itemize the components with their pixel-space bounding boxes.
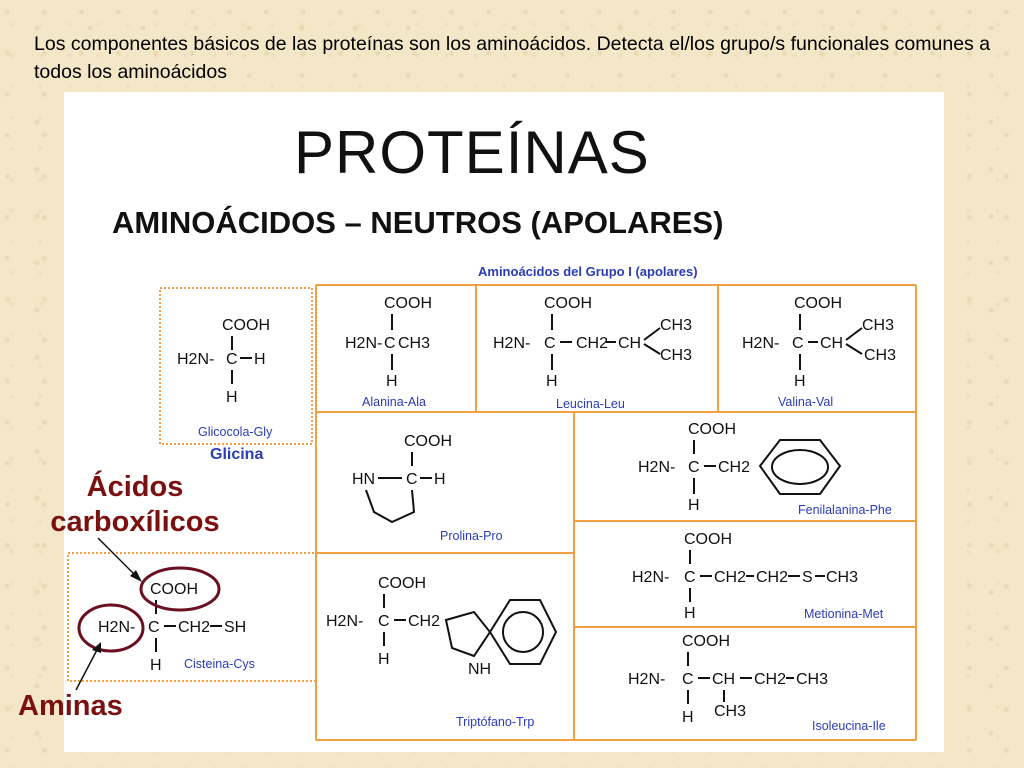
carbon-text: C bbox=[378, 613, 390, 630]
name-phe: Fenilalanina-Phe bbox=[798, 503, 892, 517]
cooh-text: COOH bbox=[684, 531, 732, 548]
carbon-text: C bbox=[684, 569, 696, 586]
tryptophan-structure: COOH H2N- C CH2 NH H Triptófano-Trp bbox=[326, 575, 558, 729]
ch2-text: CH2 bbox=[178, 619, 210, 636]
amine-highlight bbox=[77, 603, 145, 653]
methyl-text: CH3 bbox=[826, 569, 858, 586]
sh-text: SH bbox=[224, 619, 246, 636]
hydrogen-text: H bbox=[546, 373, 558, 390]
hydrogen-text: H bbox=[794, 373, 806, 390]
amine-arrow bbox=[75, 647, 99, 691]
amine-text: H2N- bbox=[742, 335, 779, 352]
isoleucine-structure: COOH H2N- C CH CH2 CH3 H CH3 Isoleucina-… bbox=[628, 633, 886, 733]
cooh-text: COOH bbox=[688, 421, 736, 438]
page-title: PROTEÍNAS bbox=[294, 119, 650, 186]
hydrogen-text: H bbox=[682, 709, 694, 726]
cooh-text: COOH bbox=[682, 633, 730, 650]
carbon-text: C bbox=[792, 335, 804, 352]
ch2-text: CH2 bbox=[756, 569, 788, 586]
methyl-text: CH3 bbox=[864, 347, 896, 364]
name-trp: Triptófano-Trp bbox=[456, 715, 534, 729]
name-pro: Prolina-Pro bbox=[440, 529, 503, 543]
carbon-text: C bbox=[544, 335, 556, 352]
cooh-text: COOH bbox=[222, 317, 270, 334]
methyl-text: CH3 bbox=[714, 703, 746, 720]
name-leu: Leucina-Leu bbox=[556, 397, 625, 411]
name-val: Valina-Val bbox=[778, 395, 833, 409]
carbon-text: C bbox=[148, 619, 160, 636]
hydrogen-text: H bbox=[688, 497, 700, 514]
cooh-text: COOH bbox=[150, 581, 198, 598]
methionine-structure: COOH H2N- C CH2 CH2 S CH3 H Metionina-Me… bbox=[632, 531, 884, 622]
section-subtitle: AMINOÁCIDOS – NEUTROS (APOLARES) bbox=[112, 205, 724, 240]
hydrogen-text: H bbox=[378, 651, 390, 668]
hydrogen-text: H bbox=[434, 471, 446, 488]
ch2-text: CH2 bbox=[718, 459, 750, 476]
acidos-line2: carboxílicos bbox=[50, 506, 220, 538]
glicina-label: Glicina bbox=[210, 446, 264, 463]
valine-structure: COOH H2N- C CH CH3 CH3 H Valina-Val bbox=[742, 295, 896, 409]
cooh-text: COOH bbox=[404, 433, 452, 450]
name-met: Metionina-Met bbox=[804, 607, 884, 621]
amine-text: H2N- bbox=[98, 619, 135, 636]
hydrogen-text: H bbox=[684, 605, 696, 622]
cooh-text: COOH bbox=[378, 575, 426, 592]
ch2-text: CH2 bbox=[754, 671, 786, 688]
name-ala: Alanina-Ala bbox=[362, 395, 426, 409]
methyl-text: CH3 bbox=[398, 335, 430, 352]
cooh-highlight bbox=[139, 566, 221, 612]
sulfur-text: S bbox=[802, 569, 813, 586]
ch2-text: CH2 bbox=[408, 613, 440, 630]
methyl-text: CH3 bbox=[660, 317, 692, 334]
hn-text: HN bbox=[352, 471, 375, 488]
phenylalanine-structure: COOH H2N- C CH2 H Fenilalanina-Phe bbox=[638, 421, 892, 517]
acidos-line1: Ácidos bbox=[86, 471, 184, 503]
ch-text: CH bbox=[820, 335, 843, 352]
hydrogen-text: H bbox=[254, 351, 266, 368]
aminas-annotation: Aminas bbox=[18, 690, 123, 722]
acidos-annotation: Ácidos carboxílicos bbox=[0, 470, 270, 540]
hydrogen-text: H bbox=[150, 657, 162, 674]
acid-arrow bbox=[97, 537, 139, 579]
carbon-text: C bbox=[688, 459, 700, 476]
amine-text: H2N- bbox=[326, 613, 363, 630]
glycine-structure: COOH H2N- C H H Glicocola-Gly bbox=[177, 317, 273, 439]
alanine-structure: COOH H2N- C CH3 H Alanina-Ala bbox=[345, 295, 432, 409]
leucine-structure: COOH H2N- C CH2 CH CH3 CH3 H Leucina-Leu bbox=[493, 295, 692, 411]
cysteine-structure: COOH H2N- C CH2 SH H Cisteina-Cys bbox=[75, 537, 255, 691]
amine-text: H2N- bbox=[628, 671, 665, 688]
question-text: Los componentes básicos de las proteínas… bbox=[34, 33, 991, 83]
nh-text: NH bbox=[468, 661, 491, 678]
ch-text: CH bbox=[712, 671, 735, 688]
carbon-text: C bbox=[406, 471, 418, 488]
hydrogen-text: H bbox=[386, 373, 398, 390]
name-gly: Glicocola-Gly bbox=[198, 425, 273, 439]
carbon-text: C bbox=[682, 671, 694, 688]
cooh-text: COOH bbox=[544, 295, 592, 312]
amine-text: H2N- bbox=[632, 569, 669, 586]
amine-text: H2N- bbox=[177, 351, 214, 368]
ch-text: CH bbox=[618, 335, 641, 352]
carbon-text: C bbox=[226, 351, 238, 368]
methyl-text: CH3 bbox=[796, 671, 828, 688]
hydrogen-text: H bbox=[226, 389, 238, 406]
amine-text: H2N- bbox=[345, 335, 382, 352]
amine-text: H2N- bbox=[638, 459, 675, 476]
ch2-text: CH2 bbox=[576, 335, 608, 352]
cooh-text: COOH bbox=[384, 295, 432, 312]
ch2-text: CH2 bbox=[714, 569, 746, 586]
figure-panel: PROTEÍNAS AMINOÁCIDOS – NEUTROS (APOLARE… bbox=[64, 92, 944, 752]
proline-structure: COOH HN C H Prolina-Pro bbox=[352, 433, 503, 543]
name-ile: Isoleucina-Ile bbox=[812, 719, 886, 733]
amine-text: H2N- bbox=[493, 335, 530, 352]
methyl-text: CH3 bbox=[660, 347, 692, 364]
methyl-text: CH3 bbox=[862, 317, 894, 334]
table-grid bbox=[67, 284, 917, 741]
group-label: Aminoácidos del Grupo I (apolares) bbox=[478, 264, 698, 279]
name-cys: Cisteina-Cys bbox=[184, 657, 255, 671]
carbon-text: C bbox=[384, 335, 396, 352]
cooh-text: COOH bbox=[794, 295, 842, 312]
